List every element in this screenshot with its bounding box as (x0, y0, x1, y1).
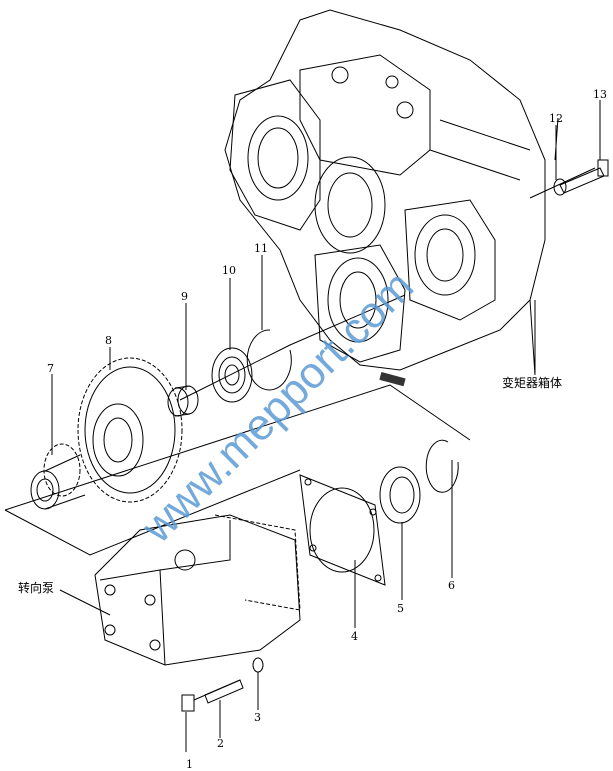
part-number-3: 3 (254, 711, 261, 724)
watermark: www.mepport.com (132, 262, 423, 553)
pin-2 (204, 679, 244, 704)
part-number-9: 9 (181, 290, 188, 303)
part-number-12: 12 (549, 112, 563, 125)
pump-label: 转向泵 (18, 580, 54, 595)
torque-converter-housing (224, 9, 546, 387)
part-number-5: 5 (397, 602, 404, 615)
gear-8 (77, 357, 183, 503)
part-number-13: 13 (593, 88, 607, 101)
part-number-10: 10 (222, 264, 236, 277)
part-number-11: 11 (254, 242, 268, 255)
snap-ring-6 (425, 439, 459, 493)
housing-label: 变矩器箱体 (502, 375, 562, 390)
steering-pump (94, 514, 301, 666)
part-number-7: 7 (47, 362, 54, 375)
part-number-8: 8 (105, 334, 112, 347)
part-number-4: 4 (351, 630, 358, 643)
spacer-9 (167, 385, 199, 417)
part-number-6: 6 (448, 579, 455, 592)
bearing-10 (211, 347, 253, 403)
bolt-1 (181, 679, 241, 712)
seal-5 (379, 466, 421, 524)
gasket-4 (299, 474, 386, 586)
gear-7 (30, 443, 86, 510)
part-number-1: 1 (186, 758, 193, 771)
washer-12 (553, 178, 567, 196)
bolt-13 (559, 159, 609, 194)
snap-ring-11 (246, 329, 292, 391)
part-number-2: 2 (217, 737, 224, 750)
washer-3 (252, 657, 264, 673)
